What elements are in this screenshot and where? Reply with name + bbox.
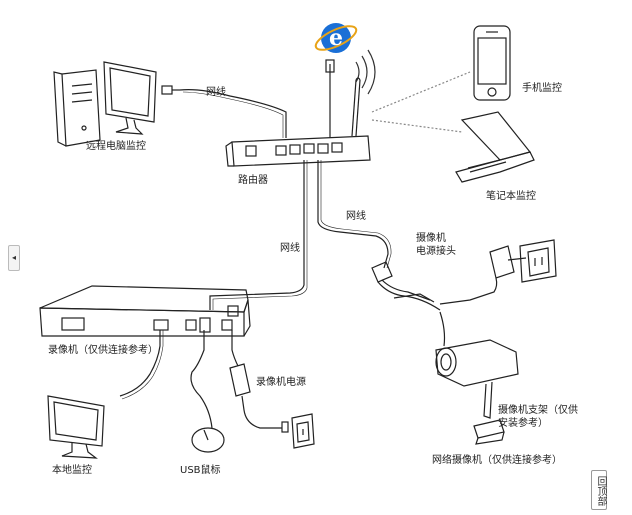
label-dvr: 录像机（仅供连接参考） [48, 345, 158, 356]
svg-text:e: e [329, 25, 343, 51]
label-remote-pc: 远程电脑监控 [86, 141, 146, 152]
wireless-link-laptop [371, 119, 463, 133]
ie-logo-icon: e [314, 23, 358, 53]
cable-router-camera [317, 160, 389, 269]
label-dvr-power: 录像机电源 [256, 377, 306, 388]
back-to-top-button[interactable]: 回顶部 [591, 470, 607, 510]
laptop-icon [455, 111, 535, 183]
cable-usb [190, 330, 213, 429]
wireless-link-phone [371, 71, 471, 113]
power-adapter-icon [439, 239, 557, 305]
label-local-monitor: 本地监控 [52, 465, 92, 476]
label-camera-power-jack: 摄像机 电源接头 [416, 233, 456, 257]
cable-remote-pc [179, 89, 287, 138]
label-camera-bracket: 摄像机支架（仅供安装参考） [498, 405, 578, 429]
label-wire-top: 网线 [206, 87, 226, 98]
label-laptop: 笔记本监控 [486, 191, 536, 202]
label-wire-right: 网线 [346, 211, 366, 222]
dvr-power-supply-icon [229, 363, 315, 449]
label-ip-camera: 网络摄像机（仅供连接参考） [432, 455, 562, 466]
power-jack-icon [371, 261, 441, 311]
label-usb-mouse: USB鼠标 [180, 465, 221, 476]
dvr-recorder-icon [39, 285, 251, 337]
label-phone: 手机监控 [522, 83, 562, 94]
usb-mouse-icon [191, 427, 225, 453]
router-icon [225, 77, 371, 167]
wifi-waves-icon [355, 49, 376, 95]
local-monitor-icon [47, 395, 105, 459]
ip-camera-icon [435, 311, 519, 445]
smartphone-icon [473, 25, 511, 101]
cable-vga [119, 330, 161, 397]
remote-pc-icon [53, 61, 180, 147]
cable-dvr-power [231, 330, 239, 367]
label-wire-mid: 网线 [280, 243, 300, 254]
cable-router-dvr [209, 160, 305, 310]
side-collapse-arrow-button[interactable]: ◂ [8, 245, 20, 271]
label-router: 路由器 [238, 175, 268, 186]
